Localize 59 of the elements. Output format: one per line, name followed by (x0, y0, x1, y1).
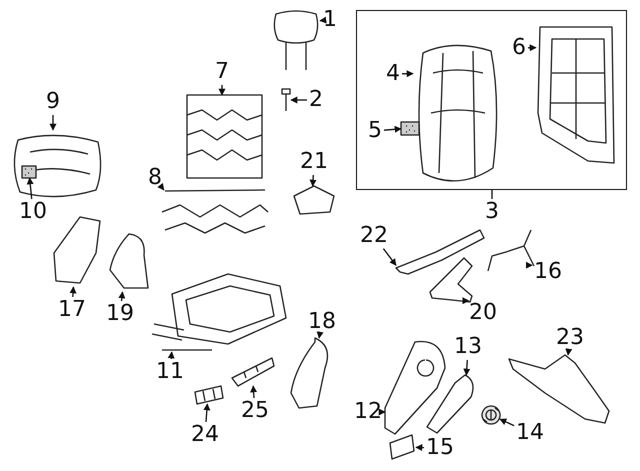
callout-number: 24 (191, 424, 219, 446)
leader-line (319, 16, 327, 24)
callout-number: 13 (454, 336, 482, 358)
callout-number: 21 (300, 151, 328, 173)
cap-drawing (482, 405, 500, 425)
leader-line (157, 182, 164, 191)
leader-line (384, 126, 402, 133)
callout-number: 18 (308, 311, 336, 333)
leader-line (70, 286, 77, 298)
leader-line (565, 348, 572, 356)
callout-number: 3 (485, 201, 499, 223)
bracket-drawing (428, 256, 474, 302)
callout-number: 4 (386, 63, 400, 85)
callout-number: 15 (426, 437, 454, 459)
leader-line (415, 444, 424, 452)
callout-number: 19 (106, 303, 134, 325)
leader-line (382, 248, 397, 266)
callout-number: 17 (58, 299, 86, 321)
callout-number: 9 (46, 91, 60, 113)
leader-line (462, 297, 470, 304)
leader-line (310, 174, 317, 187)
leader-line (378, 408, 386, 416)
leader-line (203, 403, 210, 422)
callout-number: 6 (512, 37, 526, 59)
patch-drawing (401, 122, 419, 135)
callout-number: 12 (354, 401, 382, 423)
group-frame (356, 10, 627, 190)
headrest-drawing (272, 10, 320, 72)
callout-number: 14 (516, 422, 544, 444)
callout-number: 5 (368, 120, 382, 142)
callout-number: 10 (19, 201, 47, 223)
callout-number: 7 (215, 61, 229, 83)
callout-number: 25 (241, 400, 269, 422)
leader-line (402, 70, 414, 78)
leader-line (499, 418, 514, 426)
leader-line (526, 262, 533, 268)
leader-line (250, 385, 258, 398)
callout-number: 20 (469, 302, 497, 324)
callout-number: 11 (156, 361, 184, 383)
spring-wire-drawing (160, 190, 270, 235)
leader-line (50, 115, 56, 131)
leader-line (26, 177, 34, 200)
leader-line (118, 291, 126, 302)
bolt-drawing (281, 88, 291, 112)
callout-number: 23 (556, 327, 584, 349)
callout-number: 16 (534, 261, 562, 283)
leader-line (463, 360, 470, 376)
leader-line (528, 44, 537, 52)
callout-number: 2 (309, 89, 323, 111)
leader-line (316, 331, 324, 339)
leader-line (168, 351, 175, 360)
patch-drawing (22, 166, 36, 178)
callout-number: 1 (323, 9, 337, 31)
clip-drawing (193, 386, 225, 404)
leader-line (290, 96, 307, 104)
leader-line (218, 85, 226, 96)
callout-number: 22 (360, 225, 388, 247)
callout-number: 8 (148, 167, 162, 189)
leader-line (491, 190, 493, 199)
